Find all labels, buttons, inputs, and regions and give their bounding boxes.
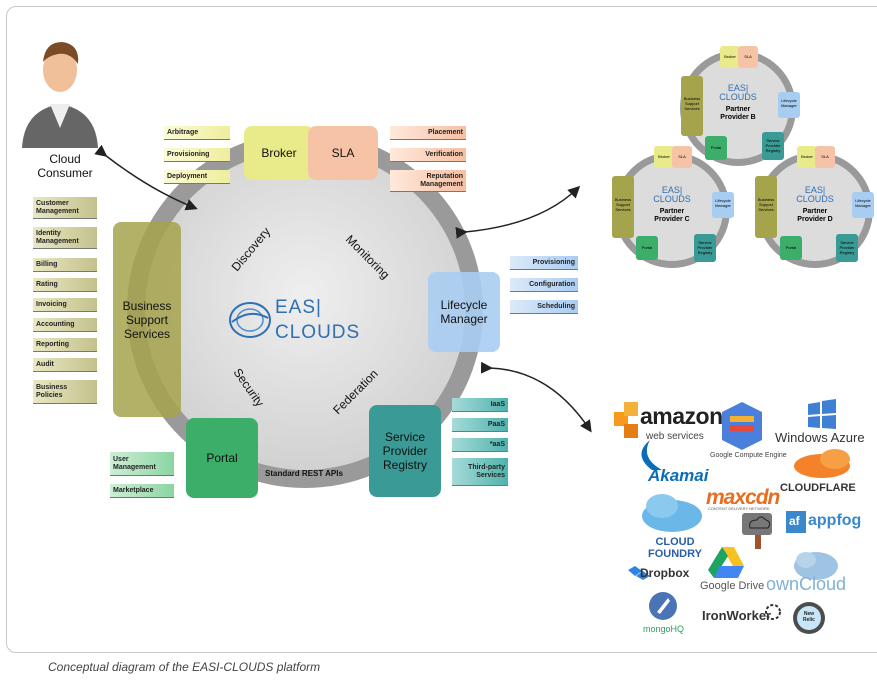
bss-item: Invoicing xyxy=(33,298,97,312)
partner-b-lcm: Lifecycle Manager xyxy=(781,98,797,108)
lifecycle-item: Provisioning xyxy=(510,256,578,270)
ironworker-logo: IronWorker xyxy=(702,608,772,623)
partner-b-logo-bottom: CLOUDS xyxy=(719,92,757,102)
sla-module[interactable]: SLA xyxy=(308,126,378,180)
partner-b-broker: Broker xyxy=(724,54,736,59)
partner-d-portal: Portal xyxy=(785,245,797,250)
lifecycle-label: Lifecycle Manager xyxy=(440,298,488,326)
cloud-consumer-icon xyxy=(22,42,98,148)
cloud-consumer-label: Cloud Consumer xyxy=(37,152,93,180)
partner-d-logo-top: EAS| xyxy=(804,185,826,195)
partner-d-sla: SLA xyxy=(821,154,829,159)
partner-c-logo: EAS|CLOUDS xyxy=(646,186,698,204)
portal-label: Portal xyxy=(206,451,238,465)
partner-d-broker: Broker xyxy=(801,154,813,159)
bss-label: Business Support Services xyxy=(122,298,172,341)
broker-item: Deployment xyxy=(164,170,230,184)
partner-b-portal: Portal xyxy=(710,145,722,150)
bss-item: Identity Management xyxy=(33,227,97,249)
partner-c-sla: SLA xyxy=(678,154,686,159)
maxcdn-subtitle: CONTENT DELIVERY NETWORK xyxy=(708,506,770,511)
amazon-logo: amazon xyxy=(640,403,723,429)
lifecycle-item: Configuration xyxy=(510,278,578,292)
partners-arrow xyxy=(455,185,581,239)
registry-item: PaaS xyxy=(452,418,508,432)
portal-module[interactable]: Portal xyxy=(186,418,258,498)
platform-core xyxy=(145,150,465,470)
dropbox-logo: Dropbox xyxy=(640,566,690,580)
portal-item: User Management xyxy=(110,452,174,476)
logo-text-bottom: CLOUDS xyxy=(275,322,360,343)
bss-item: Rating xyxy=(33,278,97,292)
registry-item: *aaS xyxy=(452,438,508,452)
bss-item: Customer Management xyxy=(33,197,97,219)
sla-label: SLA xyxy=(331,146,355,160)
broker-item: Provisioning xyxy=(164,148,230,162)
partner-b-bss: Business Support Services xyxy=(683,96,701,111)
gdrive-logo: Google Drive xyxy=(700,580,765,592)
logo-text-top: EAS| xyxy=(275,297,322,318)
appfog-logo: appfog xyxy=(808,512,862,529)
sla-item: Reputation Management xyxy=(390,170,466,192)
partner-d-logo: EAS|CLOUDS xyxy=(789,186,841,204)
providers-arrow xyxy=(480,361,592,433)
partner-c-lcm: Lifecycle Manager xyxy=(715,198,731,208)
maxcdn-logo: maxcdn xyxy=(706,486,780,509)
bss-item: Reporting xyxy=(33,338,97,352)
appfog-af: af xyxy=(789,514,800,528)
bss-module[interactable]: Business Support Services xyxy=(113,222,181,417)
bss-item: Billing xyxy=(33,258,97,272)
azure-logo: Windows Azure xyxy=(775,430,865,445)
partner-c-logo-top: EAS| xyxy=(661,185,683,195)
registry-label: Service Provider Registry xyxy=(382,430,428,472)
registry-item: IaaS xyxy=(452,398,508,412)
partner-d-spr: Service Provider Registry xyxy=(839,240,855,255)
partner-c-logo-bottom: CLOUDS xyxy=(653,194,691,204)
partner-b-logo-top: EAS| xyxy=(727,83,749,93)
partner-d-label: Partner Provider D xyxy=(797,208,833,223)
lifecycle-item: Scheduling xyxy=(510,300,578,314)
akamai-logo: Akamai xyxy=(648,466,709,485)
registry-module[interactable]: Service Provider Registry xyxy=(369,405,441,497)
cloudfoundry-logo: CLOUD FOUNDRY xyxy=(648,536,702,560)
google-compute-logo: Google Compute Engine xyxy=(710,452,787,459)
broker-module[interactable]: Broker xyxy=(244,126,314,180)
registry-item: Third-party Services xyxy=(452,458,508,486)
owncloud-logo: ownCloud xyxy=(766,574,847,594)
consumer-arrow xyxy=(94,144,198,211)
figure-frame xyxy=(6,6,877,653)
partner-b-label: Partner Provider B xyxy=(720,106,756,121)
easi-clouds-logo-icon xyxy=(229,302,271,338)
aws-logo: web services xyxy=(646,431,704,442)
bss-item: Business Policies xyxy=(33,380,97,404)
broker-label: Broker xyxy=(261,146,297,160)
partner-c-label: Partner Provider C xyxy=(654,208,690,223)
newrelic-logo: New Relic xyxy=(803,611,815,623)
partner-c-bss: Business Support Services xyxy=(614,197,632,212)
partner-b-logo: EAS|CLOUDS xyxy=(712,84,764,102)
bss-item: Accounting xyxy=(33,318,97,332)
portal-item: Marketplace xyxy=(110,484,174,498)
partner-d-lcm: Lifecycle Manager xyxy=(855,198,871,208)
partner-c-spr: Service Provider Registry xyxy=(697,240,713,255)
partner-b-sla: SLA xyxy=(744,54,752,59)
mongohq-logo: mongoHQ xyxy=(643,624,685,634)
sla-item: Verification xyxy=(390,148,466,162)
partner-d-bss: Business Support Services xyxy=(757,197,775,212)
bss-item: Audit xyxy=(33,358,97,372)
figure-caption: Conceptual diagram of the EASI-CLOUDS pl… xyxy=(48,660,321,674)
partner-c-portal: Portal xyxy=(641,245,653,250)
partner-b-spr: Service Provider Registry xyxy=(765,138,781,153)
ring-label-rest: Standard REST APIs xyxy=(265,469,343,478)
partner-d-logo-bottom: CLOUDS xyxy=(796,194,834,204)
broker-item: Arbitrage xyxy=(164,126,230,140)
cloudflare-logo: CLOUDFLARE xyxy=(780,482,856,494)
sla-item: Placement xyxy=(390,126,466,140)
partner-c-broker: Broker xyxy=(658,154,670,159)
lifecycle-module[interactable]: Lifecycle Manager xyxy=(428,272,500,352)
